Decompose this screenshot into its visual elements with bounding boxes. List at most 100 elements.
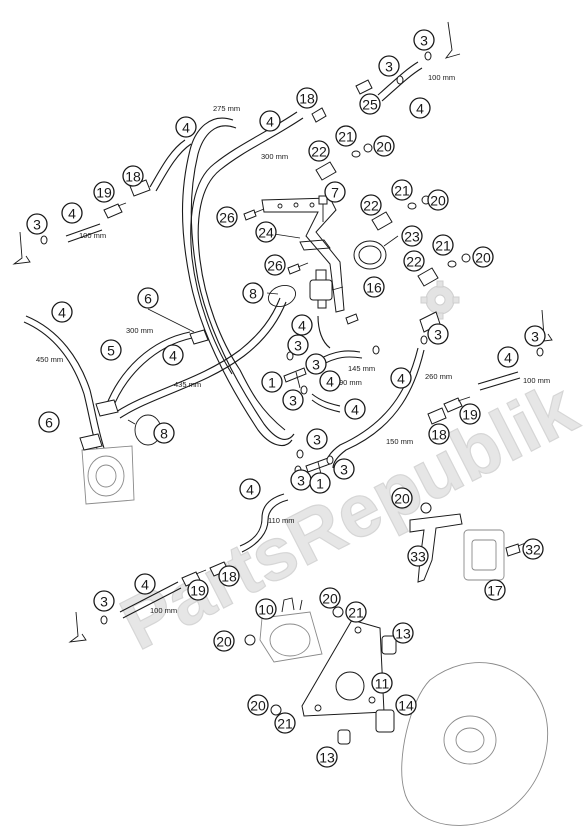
callout-number: 19 (462, 407, 478, 423)
callout-circle (344, 398, 366, 420)
callout-number: 20 (322, 591, 338, 607)
callout-circle (391, 487, 413, 509)
hose-275mm (181, 117, 293, 446)
callout-number: 22 (311, 144, 327, 160)
callout-number: 3 (289, 393, 297, 409)
callout-c-22-b: 22 (360, 194, 382, 216)
callout-number: 4 (351, 402, 359, 418)
callout-circle (282, 389, 304, 411)
hose-300mm-lower (105, 331, 191, 407)
dimension-d-450: 450 mm (36, 355, 63, 364)
mounting-plate-11 (301, 619, 385, 717)
callout-number: 8 (249, 286, 257, 302)
callout-circle (261, 371, 283, 393)
callout-circle (38, 411, 60, 433)
callout-c-21-d: 21 (345, 601, 367, 623)
callout-number: 18 (125, 169, 141, 185)
callout-c-20-c: 20 (472, 246, 494, 268)
callout-c-26-b: 26 (264, 254, 286, 276)
dimension-d-435: 435 mm (174, 380, 201, 389)
callout-circle (428, 423, 450, 445)
callout-c-24: 24 (255, 221, 277, 243)
callout-number: 7 (331, 185, 339, 201)
callout-number: 3 (434, 327, 442, 343)
callout-circle (484, 579, 506, 601)
hose-connectors-18-19 (103, 79, 471, 587)
callout-circle (403, 250, 425, 272)
callout-c-3-k: 3 (290, 469, 312, 491)
callout-circle (391, 179, 413, 201)
callout-circle (51, 301, 73, 323)
callout-number: 19 (96, 185, 112, 201)
nuts-and-washers (351, 143, 471, 268)
callout-circle (242, 282, 264, 304)
callout-number: 4 (504, 350, 512, 366)
hose-100mm-right (477, 371, 519, 385)
callout-circle (522, 538, 544, 560)
callout-number: 20 (394, 491, 410, 507)
callout-circle (392, 622, 414, 644)
callout-number: 32 (525, 542, 541, 558)
callout-c-4-g: 4 (162, 344, 184, 366)
callout-number: 22 (363, 198, 379, 214)
callout-circle (316, 746, 338, 768)
callout-c-21-c: 21 (432, 234, 454, 256)
dimension-d-300-b: 300 mm (126, 326, 153, 335)
hose-300mm (197, 117, 304, 431)
callout-number: 11 (375, 676, 390, 692)
callout-circle (175, 116, 197, 138)
dimension-d-100-c: 100 mm (523, 376, 550, 385)
callout-number: 16 (366, 280, 382, 296)
callout-c-3-h: 3 (282, 389, 304, 411)
callout-circle (274, 712, 296, 734)
callout-number: 10 (258, 602, 274, 618)
callout-c-18-d: 18 (218, 565, 240, 587)
dimension-d-100-d: 100 mm (150, 606, 177, 615)
callout-number: 4 (182, 120, 190, 136)
callout-c-18-a: 18 (296, 87, 318, 109)
callout-c-25: 25 (359, 93, 381, 115)
callout-c-20-f: 20 (213, 630, 235, 652)
callout-circle (255, 221, 277, 243)
callout-circle (371, 672, 393, 694)
callout-circle (497, 346, 519, 368)
callout-c-4-i: 4 (319, 370, 341, 392)
callout-number: 5 (107, 343, 115, 359)
callout-circle (137, 287, 159, 309)
callout-c-19-b: 19 (459, 403, 481, 425)
hose-110mm (239, 493, 285, 547)
callout-number: 4 (58, 305, 66, 321)
callout-circle (153, 422, 175, 444)
dimension-d-100-a: 100 mm (428, 73, 455, 82)
callout-c-19-c: 19 (187, 579, 209, 601)
callout-c-4-m: 4 (134, 573, 156, 595)
callout-c-20-d: 20 (391, 487, 413, 509)
callout-number: 20 (376, 139, 392, 155)
callout-circle (26, 213, 48, 235)
callout-circle (122, 165, 144, 187)
callout-circle (309, 472, 331, 494)
callout-circle (409, 97, 431, 119)
callout-number: 4 (416, 101, 424, 117)
callout-circle (187, 579, 209, 601)
callout-circle (390, 367, 412, 389)
callout-c-3-a: 3 (413, 29, 435, 51)
callout-circle (239, 478, 261, 500)
callout-c-16: 16 (363, 276, 385, 298)
callout-number: 24 (258, 225, 274, 241)
callout-number: 3 (313, 432, 321, 448)
callout-number: 4 (298, 318, 306, 334)
callout-number: 4 (266, 114, 274, 130)
hose-clip-6-upper (95, 399, 119, 417)
callout-circle (100, 339, 122, 361)
callout-c-6-a: 6 (137, 287, 159, 309)
callout-circle (296, 87, 318, 109)
callout-number: 3 (531, 329, 539, 345)
callout-c-4-f: 4 (291, 314, 313, 336)
callout-c-26-a: 26 (216, 206, 238, 228)
callout-c-1-b: 1 (309, 472, 331, 494)
callout-circle (218, 565, 240, 587)
dimension-d-275: 275 mm (213, 104, 240, 113)
callout-number: 3 (385, 59, 393, 75)
callout-circle (373, 135, 395, 157)
